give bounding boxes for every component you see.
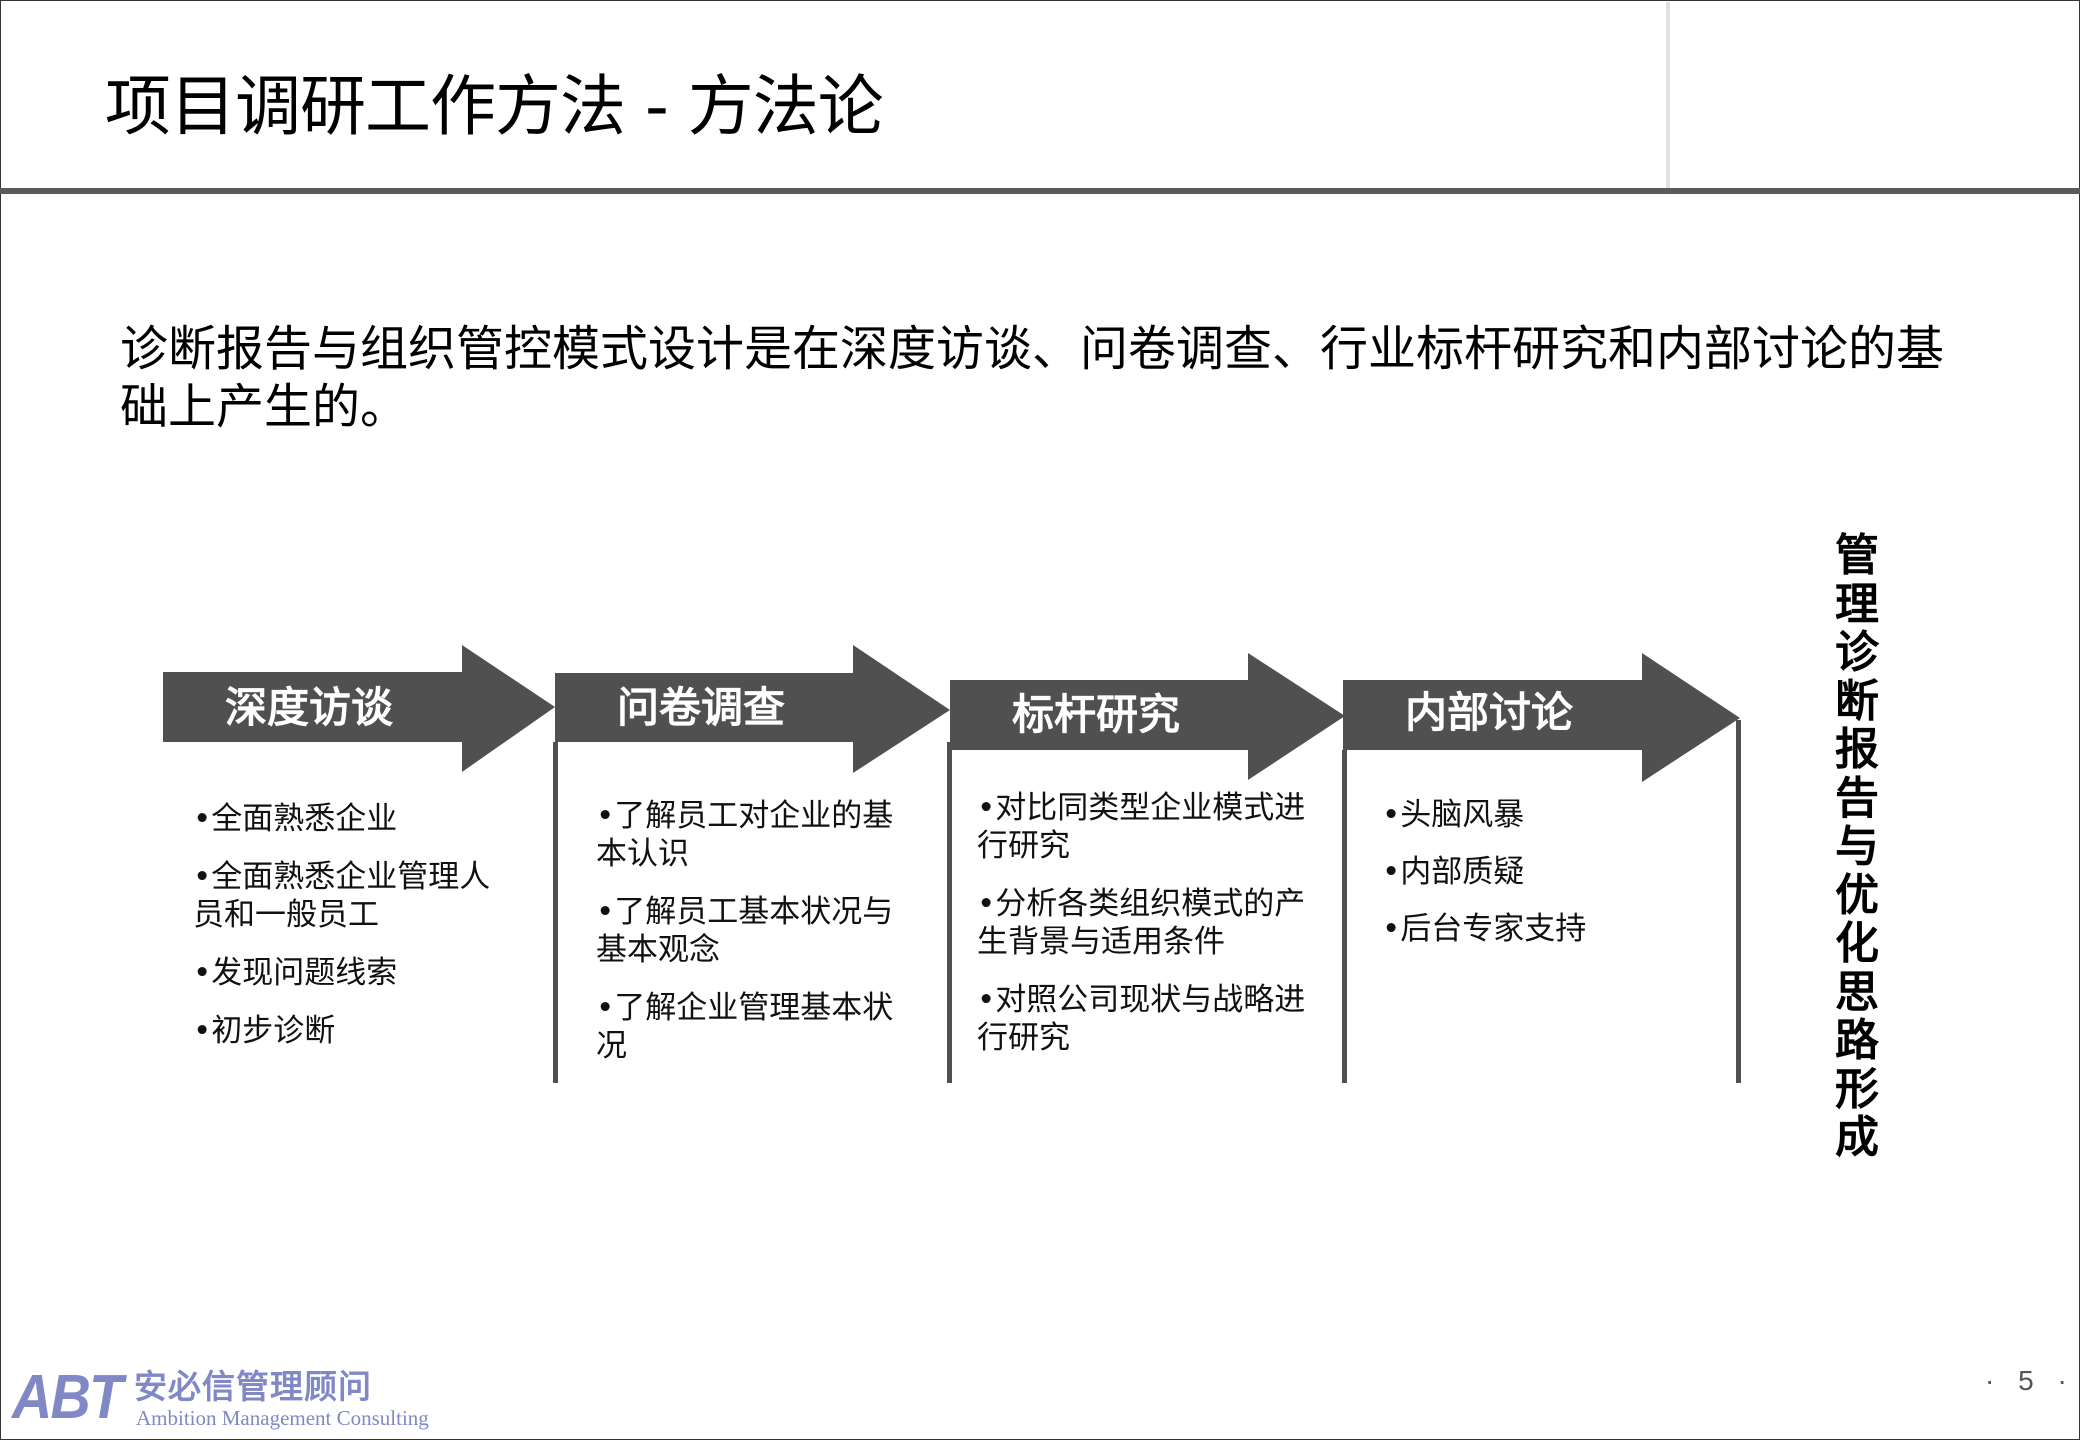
bullet-item: •了解员工对企业的基本认识 [596, 798, 894, 872]
bullet-item: •后台专家支持 [1382, 911, 1587, 947]
step-bullets-4: •头脑风暴 •内部质疑 •后台专家支持 [1382, 796, 1712, 968]
arrow-shape-2 [555, 645, 950, 773]
divider-line-4 [1736, 720, 1741, 1083]
intro-paragraph: 诊断报告与组织管控模式设计是在深度访谈、问卷调查、行业标杆研究和内部讨论的基础上… [120, 321, 1945, 435]
bullet-item: •头脑风暴 [1382, 797, 1525, 833]
step-bullets-1: •全面熟悉企业 •全面熟悉企业管理人员和一般员工 •发现问题线索 •初步诊断 [193, 800, 513, 1070]
step-label-3: 标杆研究 [1012, 690, 1181, 739]
step-label-2: 问卷调查 [617, 683, 786, 732]
bullet-item: •全面熟悉企业管理人员和一般员工 [193, 859, 491, 933]
bullet-item: •对比同类型企业模式进行研究 [977, 790, 1306, 864]
bullet-item: •了解企业管理基本状况 [596, 990, 894, 1064]
step-bullets-3: •对比同类型企业模式进行研究 •分析各类组织模式的产生背景与适用条件 •对照公司… [977, 789, 1317, 1077]
step-label-1: 深度访谈 [225, 683, 394, 732]
divider-line-3 [1342, 750, 1347, 1083]
conclusion-vertical-text: 管理诊断报告与优化思路形成 [1835, 530, 1879, 1163]
logo-name-en: Ambition Management Consulting [136, 1406, 429, 1430]
step-label-4: 内部讨论 [1405, 688, 1574, 737]
arrow-shape-1 [163, 645, 555, 772]
logo-mark: ABT [12, 1363, 123, 1432]
bullet-item: •对照公司现状与战略进行研究 [977, 982, 1306, 1056]
header-divider [0, 188, 2080, 194]
logo-name-cn: 安必信管理顾问 [134, 1367, 372, 1406]
bullet-item: •分析各类组织模式的产生背景与适用条件 [977, 886, 1306, 960]
bullet-item: •内部质疑 [1382, 854, 1525, 890]
arrow-shape-3 [950, 653, 1345, 780]
bullet-item: •发现问题线索 [193, 955, 398, 991]
arrow-shape-4 [1343, 653, 1740, 782]
header-divider-vertical [1666, 2, 1670, 188]
bullet-item: •全面熟悉企业 [193, 801, 398, 837]
page-number: · 5 · [1985, 1365, 2075, 1396]
divider-line-1 [553, 742, 558, 1083]
step-bullets-2: •了解员工对企业的基本认识 •了解员工基本状况与基本观念 •了解企业管理基本状况 [596, 797, 916, 1085]
bullet-item: •了解员工基本状况与基本观念 [596, 894, 894, 968]
page-title: 项目调研工作方法 - 方法论 [105, 68, 884, 145]
bullet-item: •初步诊断 [193, 1013, 336, 1049]
divider-line-2 [947, 742, 952, 1083]
